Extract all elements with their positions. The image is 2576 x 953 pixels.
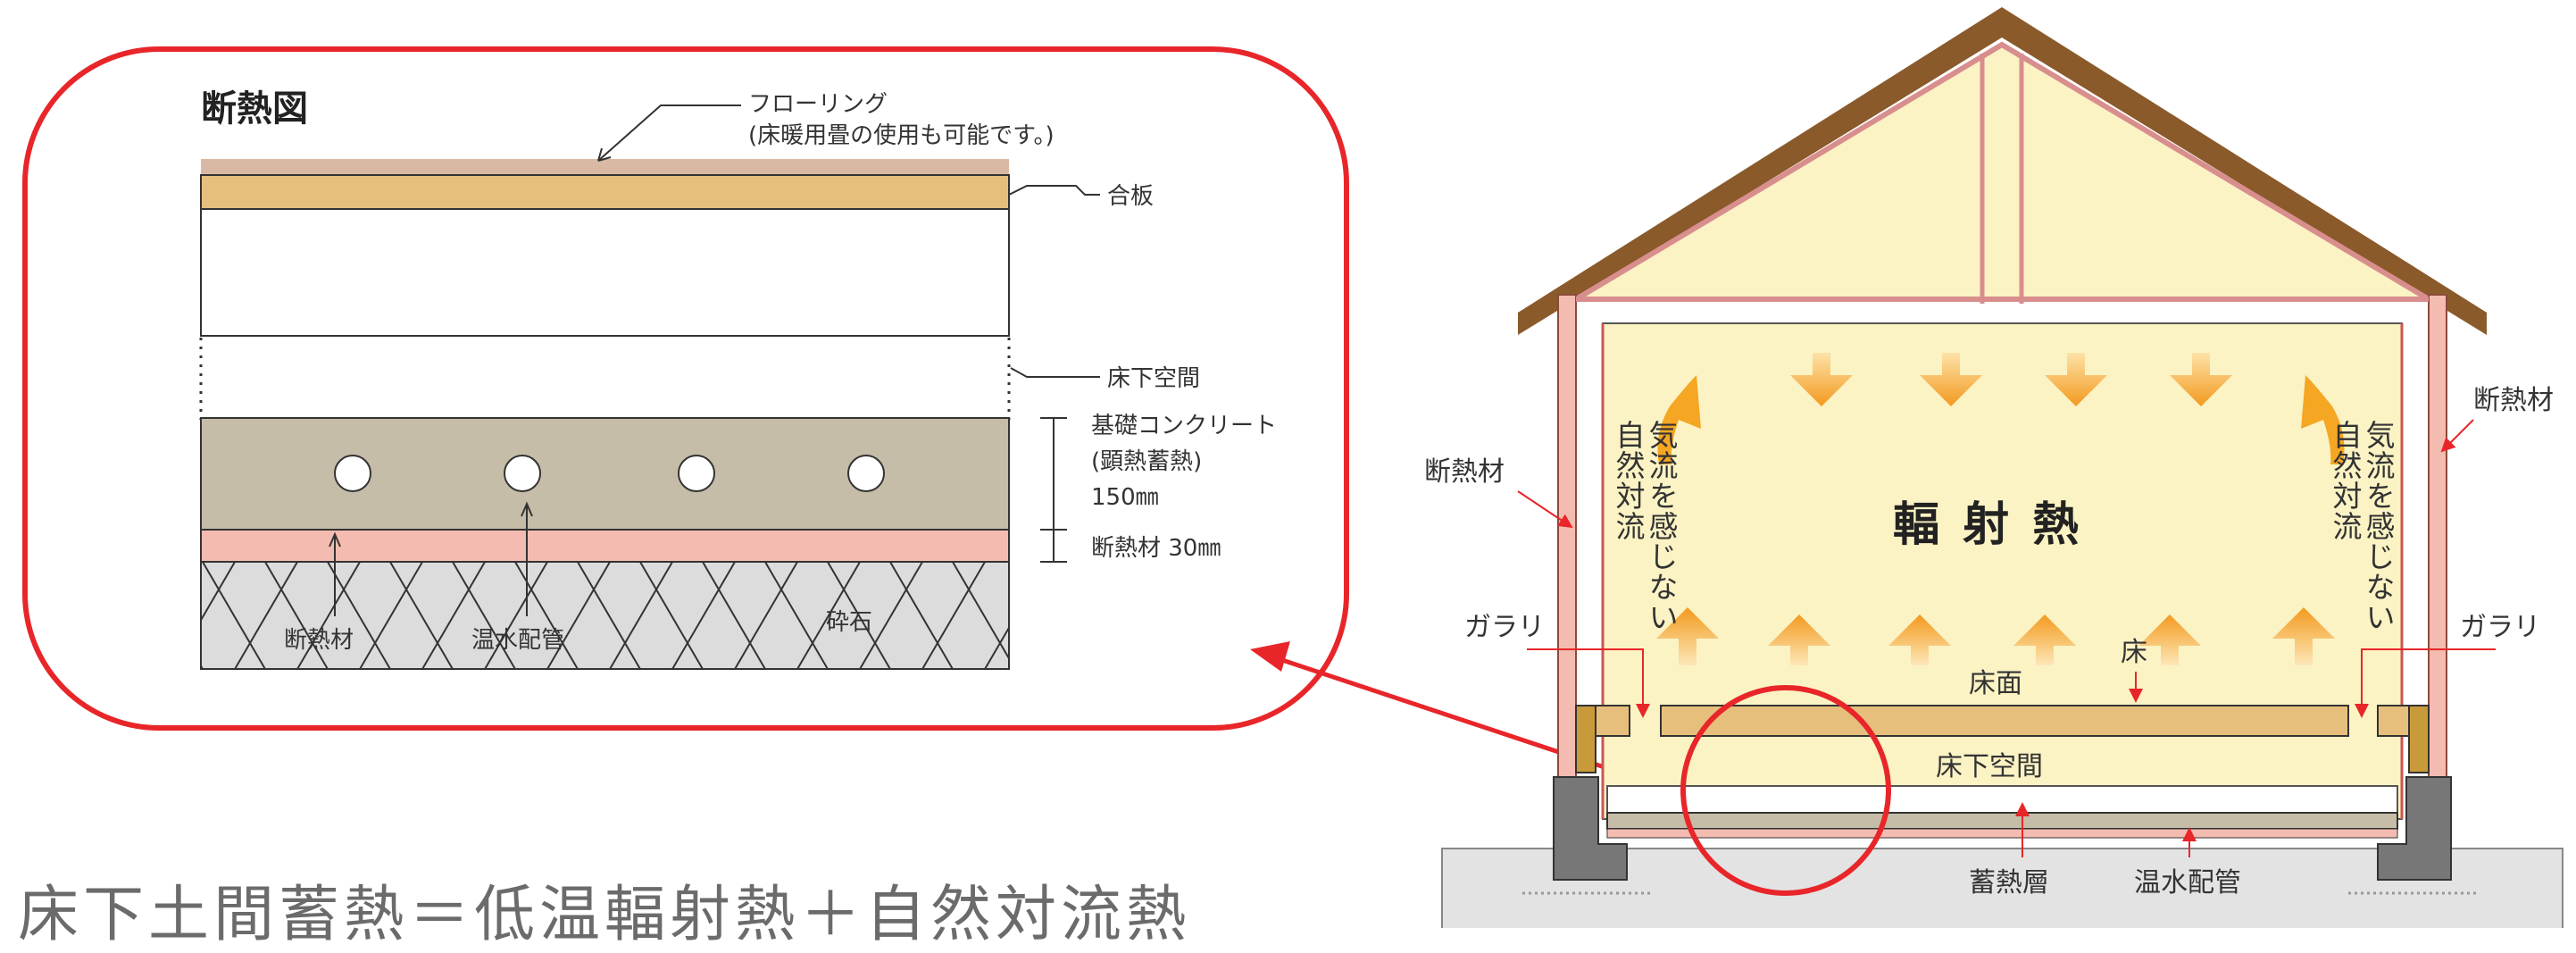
insulation-right-label: 断熱材 <box>2473 385 2554 416</box>
gallery-left-pointer <box>1527 648 1650 718</box>
radiant-up-arrow-1 <box>1768 614 1830 665</box>
radiant-up-arrow-2 <box>1888 614 1951 665</box>
radiant-arrows-down <box>1790 353 2232 406</box>
concrete-thickness: 150㎜ <box>1091 484 1159 511</box>
ground <box>1441 848 2563 928</box>
floor-insulation <box>1606 828 2398 839</box>
heat-storage-layer <box>1606 812 2398 830</box>
insulation-left-pointer <box>1517 490 1573 529</box>
callout-arrow-head <box>1250 641 1290 672</box>
detail-frame <box>22 46 1349 731</box>
gravel-label: 砕石 <box>826 609 872 636</box>
pipe-circle-4 <box>847 455 885 492</box>
radiant-down-arrow-1 <box>1790 353 1853 406</box>
insulation-thickness: 断熱材 30㎜ <box>1091 535 1221 562</box>
plywood-layer <box>200 174 1010 210</box>
interior-space <box>1602 322 2403 820</box>
attic-space <box>1566 41 2438 302</box>
convection-left-col2: 自然対流 <box>1611 420 1646 541</box>
insulation-left-label: 断熱材 <box>1424 456 1505 488</box>
sill-left <box>1575 705 1596 773</box>
footing-right <box>2377 776 2452 881</box>
convection-curve-arrow-right <box>2301 375 2345 464</box>
detail-panel: 断熱図 フローリング (床暖用畳の使用も可能です。) 合板 床下空間 <box>22 46 1349 731</box>
plywood-leader <box>1008 185 1100 196</box>
floor-board <box>1660 705 2349 737</box>
sill-right <box>2408 705 2430 773</box>
insulation-right-pointer <box>2440 419 2474 453</box>
pipe-leader-head <box>521 501 533 517</box>
underfloor-white <box>1606 785 2398 814</box>
heat-storage-label: 蓄熱層 <box>1969 867 2049 899</box>
convection-up-arrow-right <box>2272 607 2335 665</box>
radiant-down-arrow-2 <box>1920 353 1982 406</box>
plywood-label: 合板 <box>1107 183 1154 210</box>
gallery-right-pointer <box>2355 648 2496 718</box>
radiant-up-arrow-3 <box>2013 614 2076 665</box>
pipe-circle-2 <box>504 455 541 492</box>
insulation-layer <box>200 529 1010 563</box>
underfloor-label: 床下空間 <box>1107 365 1200 392</box>
convection-left-col1: 気流を感じない <box>1644 420 1679 632</box>
convection-right-col2: 自然対流 <box>2328 420 2363 541</box>
pipe-circle-1 <box>334 455 371 492</box>
radiant-arrows-up <box>1656 607 2335 665</box>
concrete-label-1: 基礎コンクリート <box>1091 413 1277 439</box>
hot-water-pipe-label: 温水配管 <box>2134 867 2241 899</box>
radiant-down-arrow-4 <box>2170 353 2232 406</box>
floor-surface-label: 床面 <box>1969 668 2022 699</box>
radiant-heat-label: 輻 射 熱 <box>1893 498 2082 552</box>
radiant-down-arrow-3 <box>2045 353 2107 406</box>
pipe-label: 温水配管 <box>471 627 564 654</box>
house-diagram: 輻 射 熱 床面 床 床下空間 蓄熱層 温水配管 断熱材 断熱材 ガラリ ガラリ <box>1424 7 2563 928</box>
concrete-label-2: (顕熱蓄熱) <box>1091 448 1202 475</box>
insulation-label: 断熱材 <box>284 627 354 654</box>
insulation-leader-head <box>329 531 341 548</box>
gallery-right-label: ガラリ <box>2460 612 2540 643</box>
underfloor-leader <box>1010 367 1100 378</box>
convection-curve-arrow-left <box>1657 375 1701 464</box>
focus-circle <box>1680 685 1891 896</box>
footing-left <box>1553 776 1628 881</box>
flooring-label-2: (床暖用畳の使用も可能です。) <box>748 122 1055 149</box>
floor-label: 床 <box>2121 637 2147 668</box>
convection-up-arrow-left <box>1656 607 1719 665</box>
flooring-leader-head <box>597 147 612 162</box>
radiant-up-arrow-4 <box>2138 614 2201 665</box>
flooring-leader <box>597 104 741 162</box>
diagram-canvas: 断熱図 フローリング (床暖用畳の使用も可能です。) 合板 床下空間 <box>22 7 2563 928</box>
headline: 床下土間蓄熱＝低温輻射熱＋自然対流熱 <box>18 880 1192 950</box>
convection-right-col1: 気流を感じない <box>2361 420 2396 632</box>
floor-void <box>200 208 1010 337</box>
underfloor-space-label: 床下空間 <box>1936 751 2043 782</box>
pipe-circle-3 <box>678 455 715 492</box>
detail-title: 断熱図 <box>201 88 308 130</box>
flooring-label-1: フローリング <box>748 91 888 118</box>
concrete-layer <box>200 417 1010 531</box>
flooring-layer <box>201 159 1009 175</box>
gallery-left-label: ガラリ <box>1464 612 1545 643</box>
